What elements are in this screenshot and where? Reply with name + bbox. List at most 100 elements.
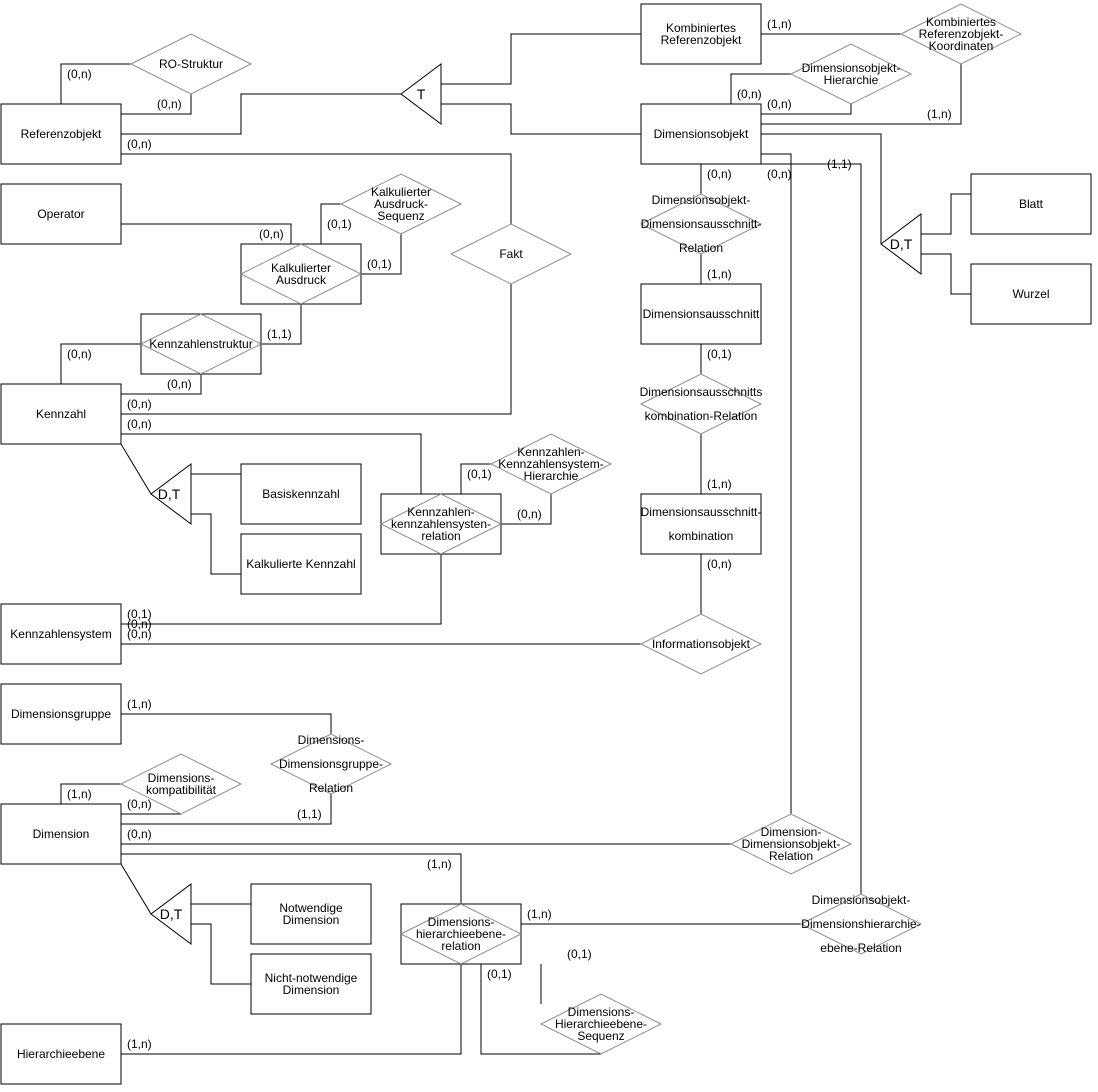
entity-kalkulierte-kennzahl[interactable]: Kalkulierte Kennzahl [240, 533, 362, 595]
relationship-dimensionsobjekt-dimensionshierarchieebene-relation-label-line-1: Dimensionsobjekt- [812, 893, 911, 907]
cardinality-c22: (1,n) [927, 107, 952, 121]
cardinality-c32: (0,n) [127, 827, 152, 841]
cardinality-c37: (1,n) [67, 787, 92, 801]
generalization-triangle-shape [400, 63, 442, 125]
relationship-diamond [729, 813, 853, 875]
entity-dimensionsgruppe[interactable]: Dimensionsgruppe [0, 683, 122, 745]
entity-dimensionsausschnitt[interactable]: Dimensionsausschnitt [640, 283, 762, 345]
connector-3 [121, 93, 401, 135]
connector-1 [60, 63, 131, 104]
cardinality-c23: (1,n) [707, 267, 732, 281]
entity-box [0, 383, 122, 445]
entity-dimensionsgruppe-label-line-1: Dimensionsgruppe [11, 707, 111, 721]
entity-kennzahlensystem[interactable]: Kennzahlensystem [0, 603, 122, 665]
entity-box [240, 463, 362, 525]
connector-36 [121, 713, 332, 734]
gen-kennzahl-triangle[interactable]: D,T [150, 463, 192, 525]
entity-wurzel[interactable]: Wurzel [970, 263, 1092, 325]
relationship-diamond [129, 33, 253, 95]
connector-38 [60, 783, 121, 804]
entity-kennzahl[interactable]: Kennzahl [0, 383, 122, 445]
relationship-dimensions-hierarchieebene-sequenz-label-line-1: Dimensions- [568, 1005, 635, 1019]
gen-referenzobjekt-triangle[interactable]: T [400, 63, 442, 125]
relationship-informationsobjekt[interactable]: Informationsobjekt [639, 613, 763, 675]
connector-20 [441, 33, 641, 85]
relationship-dimensionskompatibilitaet[interactable]: Dimensions-kompatibilität [119, 753, 243, 815]
relationship-informationsobjekt-label-line-1: Informationsobjekt [652, 637, 751, 651]
cardinality-c25: (0,n) [707, 557, 732, 571]
cardinality-c6: (0,1) [367, 257, 392, 271]
connector-19 [191, 513, 241, 575]
relationship-ro-struktur[interactable]: RO-Struktur [129, 33, 253, 95]
entity-box [0, 183, 122, 245]
entity-blatt[interactable]: Blatt [970, 173, 1092, 235]
entity-kalkulierter-ausdruck-label-line-2: Ausdruck [276, 273, 327, 287]
connector-13 [460, 463, 491, 494]
entity-operator[interactable]: Operator [0, 183, 122, 245]
cardinality-c27: (0,n) [127, 617, 152, 631]
entity-box [970, 263, 1092, 325]
relationship-fakt[interactable]: Fakt [449, 223, 573, 285]
cardinality-c34: (1,n) [127, 1037, 152, 1051]
relationship-dimensionsobjekt-dimensionshierarchieebene-relation[interactable]: Dimensionsobjekt-Dimensionshierarchie-eb… [799, 893, 923, 955]
relationship-kalkulierter-ausdruck-sequenz-label-line-2: Ausdruck- [374, 197, 428, 211]
cardinality-c4: (0,n) [259, 227, 284, 241]
connector-47 [480, 964, 601, 1055]
relationship-kennzahlen-kennzahlensystem-hierarchie-label-line-3: Hierarchie [524, 469, 579, 483]
connector-28 [921, 253, 971, 295]
relationship-dimensions-hierarchieebene-sequenz[interactable]: Dimensions-Hierarchieebene-Sequenz [539, 993, 663, 1055]
entity-kennzahlen-kennzahlensystem-relation-label-line-2: kennzahlensysten- [391, 517, 491, 531]
relationship-kennzahlen-kennzahlensystem-hierarchie[interactable]: Kennzahlen-Kennzahlensystem-Hierarchie [489, 433, 613, 495]
relationship-dimensions-hierarchieebene-sequenz-label-line-2: Hierarchieebene- [555, 1017, 647, 1031]
cardinality-c15: (0,n) [127, 627, 152, 641]
entity-dimensionsobjekt-label-line-1: Dimensionsobjekt [654, 127, 749, 141]
connector-23 [761, 64, 962, 125]
relationship-dimensionsausschnittskombination-relation[interactable]: Dimensionsausschnittskombination-Relatio… [640, 373, 763, 435]
relationship-diamond [339, 173, 463, 235]
associative-diamond [399, 903, 523, 965]
relationship-dimensions-dimensionsgruppe-relation-label-line-1: Dimensions- [298, 733, 365, 747]
cardinality-c18: (0,n) [707, 167, 732, 181]
relationship-diamond [119, 753, 243, 815]
relationship-ro-struktur-label-line-1: RO-Struktur [159, 57, 223, 71]
entity-kennzahlen-kennzahlensystem-relation[interactable]: Kennzahlen-kennzahlensysten-relation [379, 493, 503, 555]
relationship-diamond [639, 193, 763, 255]
entity-basiskennzahl[interactable]: Basiskennzahl [240, 463, 362, 525]
cardinality-c11: (0,n) [127, 417, 152, 431]
entity-referenzobjekt[interactable]: Referenzobjekt [0, 103, 122, 165]
gen-dimensionsobjekt-triangle[interactable]: D,T [880, 213, 922, 275]
relationship-diamond [539, 993, 663, 1055]
gen-dimension-triangle[interactable]: D,T [150, 883, 192, 945]
entity-wurzel-label-line-1: Wurzel [1012, 287, 1049, 301]
entity-dimension[interactable]: Dimension [0, 803, 122, 865]
entity-hierarchieebene-label-line-1: Hierarchieebene [17, 1047, 105, 1061]
entity-dimensionsobjekt[interactable]: Dimensionsobjekt [640, 103, 762, 165]
entity-notwendige-dimension-label-line-2: Dimension [283, 913, 340, 927]
entity-dimensions-hierarchieebene-relation-label-line-2: hierarchieebene- [416, 927, 506, 941]
entity-hierarchieebene[interactable]: Hierarchieebene [0, 1023, 122, 1085]
connector-21 [441, 103, 641, 135]
entity-kennzahlenstruktur[interactable]: Kennzahlenstruktur [139, 313, 263, 375]
connector-12 [121, 433, 422, 494]
cardinality-c30: (1,1) [297, 807, 322, 821]
connector-9 [60, 343, 141, 384]
relationship-dimensionsobjekt-hierarchie[interactable]: Dimensionsobjekt-Hierarchie [789, 43, 913, 105]
gen-kennzahl-label: D,T [158, 486, 181, 502]
connector-37 [121, 794, 332, 825]
relationship-kombiniertes-referenzobjekt-koordinaten-label-line-3: Koordinaten [929, 39, 994, 53]
entity-dimensionsausschnittkombination[interactable]: Dimensionsausschnitt-kombination [640, 493, 762, 555]
entity-dimensionsausschnitt-label-line-1: Dimensionsausschnitt [643, 307, 760, 321]
relationship-dimensionsobjekt-dimensionsausschnitt-relation[interactable]: Dimensionsobjekt-Dimensionsausschnitt-Re… [639, 193, 763, 255]
relationship-dimension-dimensionsobjekt-relation[interactable]: Dimension-Dimensionsobjekt-Relation [729, 813, 853, 875]
cardinality-c19: (1,1) [827, 157, 852, 171]
generalization-triangle-shape [150, 883, 192, 945]
entity-box [640, 103, 762, 165]
entity-dimensions-hierarchieebene-relation[interactable]: Dimensions-hierarchieebene-relation [399, 903, 523, 965]
relationship-dimensions-dimensionsgruppe-relation[interactable]: Dimensions-Dimensionsgruppe-Relation [269, 733, 393, 795]
